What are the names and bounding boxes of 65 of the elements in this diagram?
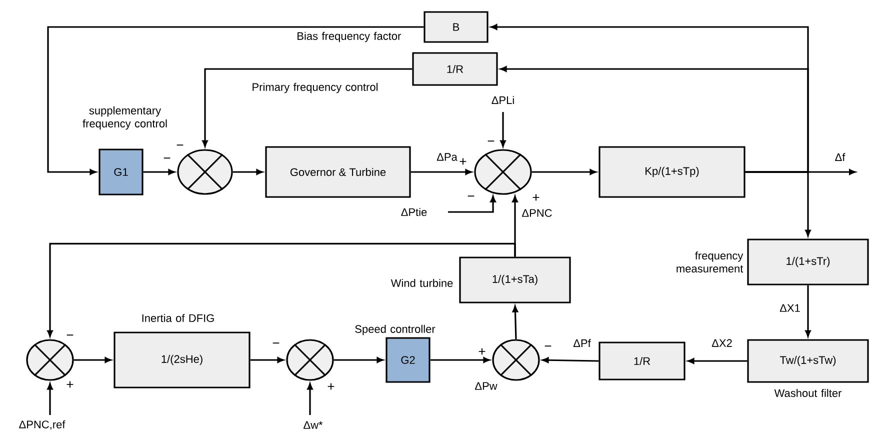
transfer-function-block: Kp/(1+sTp) bbox=[598, 146, 746, 198]
arrow bbox=[143, 169, 175, 175]
transfer-function-block: 1/(2sHe) bbox=[114, 332, 250, 388]
arrow bbox=[805, 285, 811, 337]
gain-block: G2 bbox=[386, 337, 430, 383]
signal-label: ΔPNC bbox=[520, 208, 554, 218]
arrow bbox=[500, 66, 809, 173]
summing-junction bbox=[474, 149, 532, 195]
arrow bbox=[250, 357, 284, 363]
block-caption: frequency measurement bbox=[676, 251, 744, 273]
sign-symbol: + bbox=[328, 383, 334, 390]
block-caption: supplementary frequency control bbox=[82, 106, 167, 130]
signal-label: ΔPNC,ref bbox=[18, 419, 66, 431]
signal-label: ΔX2 bbox=[710, 338, 734, 348]
signal-label: ΔPLi bbox=[490, 95, 516, 105]
arrow bbox=[532, 169, 596, 175]
summing-junction bbox=[26, 339, 74, 381]
arrow bbox=[745, 171, 811, 236]
block-caption: Speed controller bbox=[355, 324, 436, 336]
sign-symbol: − bbox=[164, 158, 170, 159]
signal-label: ΔPa bbox=[436, 152, 458, 162]
arrow bbox=[232, 169, 263, 175]
transfer-function-block: B bbox=[424, 11, 488, 43]
summing-junction bbox=[286, 339, 334, 381]
block-caption: Inertia of DFIG bbox=[142, 314, 214, 322]
transfer-function-block: Tw/(1+sTw) bbox=[747, 339, 869, 383]
sign-symbol: − bbox=[488, 140, 494, 142]
transfer-function-block: 1/(1+sTa) bbox=[459, 256, 571, 304]
transfer-function-block: 1/R bbox=[598, 342, 686, 380]
arrow bbox=[542, 357, 599, 363]
sign-symbol: − bbox=[468, 196, 474, 197]
arrow bbox=[430, 357, 490, 363]
sign-symbol: − bbox=[272, 342, 280, 344]
arrow bbox=[500, 112, 506, 147]
transfer-function-block: Governor & Turbine bbox=[265, 146, 411, 198]
block-caption: Bias frequency factor bbox=[298, 32, 401, 42]
arrow bbox=[47, 242, 516, 337]
signal-label: Δf bbox=[834, 152, 846, 162]
gain-block: G1 bbox=[98, 148, 144, 196]
arrow bbox=[47, 383, 53, 415]
signal-label: ΔPtie bbox=[400, 206, 428, 218]
block-caption: Primary frequency control bbox=[252, 82, 378, 94]
signal-label: Δw* bbox=[302, 420, 324, 430]
arrow bbox=[334, 357, 384, 363]
signal-label: ΔX1 bbox=[778, 303, 802, 313]
transfer-function-block: 1/(1+sTr) bbox=[747, 238, 869, 286]
arrow bbox=[688, 358, 748, 364]
arrow bbox=[512, 306, 518, 340]
arrow bbox=[202, 68, 412, 147]
arrow bbox=[307, 383, 313, 415]
summing-junction bbox=[492, 339, 540, 381]
sign-symbol: + bbox=[532, 194, 540, 201]
sign-symbol: + bbox=[460, 158, 466, 165]
signal-label: ΔPw bbox=[474, 381, 498, 391]
sign-symbol: + bbox=[478, 348, 486, 355]
arrow bbox=[47, 26, 424, 175]
arrow bbox=[448, 196, 496, 213]
arrow bbox=[74, 357, 112, 363]
sign-symbol: − bbox=[176, 144, 184, 146]
block-caption: Washout filter bbox=[774, 388, 842, 398]
arrow bbox=[410, 169, 472, 175]
summing-junction bbox=[177, 149, 233, 195]
transfer-function-block: 1/R bbox=[412, 52, 498, 86]
block-caption: Wind turbine bbox=[390, 278, 453, 288]
signal-label: ΔPf bbox=[572, 338, 592, 348]
